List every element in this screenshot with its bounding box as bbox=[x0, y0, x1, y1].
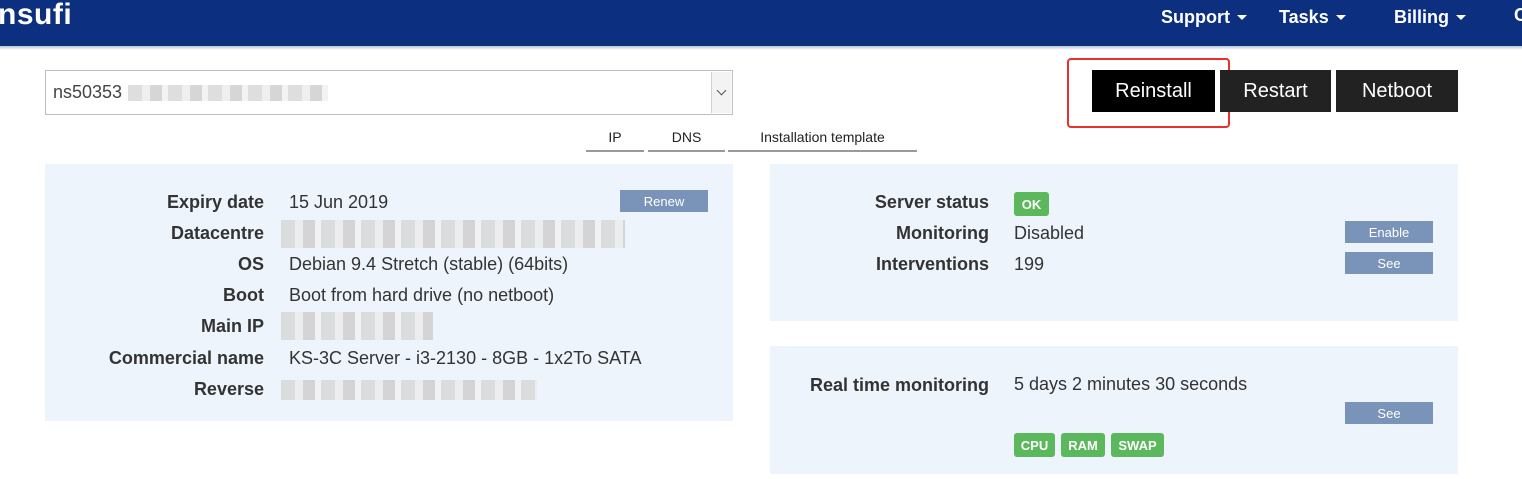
nav-billing[interactable]: Billing bbox=[1394, 5, 1466, 29]
tab-dns[interactable]: DNS bbox=[648, 124, 725, 152]
reinstall-button[interactable]: Reinstall bbox=[1092, 70, 1215, 112]
swap-badge[interactable]: SWAP bbox=[1111, 433, 1164, 457]
select-dropdown-button[interactable] bbox=[711, 72, 731, 113]
caret-down-icon bbox=[1237, 14, 1247, 20]
os-value: Debian 9.4 Stretch (stable) (64bits) bbox=[289, 254, 569, 274]
nav-tasks-label: Tasks bbox=[1279, 6, 1329, 27]
nav-item-truncated[interactable]: C bbox=[1514, 5, 1522, 25]
tab-ip[interactable]: IP bbox=[586, 124, 644, 152]
realtime-monitoring-value: 5 days 2 minutes 30 seconds bbox=[1014, 374, 1248, 394]
ram-badge[interactable]: RAM bbox=[1061, 433, 1105, 457]
restart-button[interactable]: Restart bbox=[1220, 70, 1331, 112]
status-badge-ok: OK bbox=[1014, 192, 1049, 216]
tab-installation-template[interactable]: Installation template bbox=[728, 124, 917, 152]
main-ip-label: Main IP bbox=[200, 316, 264, 336]
server-select[interactable]: ns50353 bbox=[45, 70, 733, 115]
nav-support-label: Support bbox=[1161, 6, 1230, 27]
caret-down-icon bbox=[1335, 14, 1346, 20]
datacentre-label: Datacentre bbox=[170, 223, 264, 243]
interventions-value: 199 bbox=[1014, 254, 1045, 274]
cpu-badge[interactable]: CPU bbox=[1014, 433, 1055, 457]
caret-down-icon bbox=[1456, 14, 1466, 20]
reverse-label: Reverse bbox=[193, 379, 264, 399]
nav-billing-label: Billing bbox=[1394, 6, 1449, 27]
top-navbar: nsufi Support Tasks Billing C bbox=[0, 0, 1522, 46]
monitoring-value: Disabled bbox=[1014, 223, 1085, 243]
navbar-shadow bbox=[0, 46, 1522, 50]
server-info-panel: Expiry date 15 Jun 2019 Renew Datacentre… bbox=[45, 164, 733, 421]
enable-monitoring-button[interactable]: Enable bbox=[1345, 221, 1433, 243]
chevron-down-icon bbox=[716, 85, 727, 96]
server-status-label: Server status bbox=[874, 192, 989, 212]
boot-value: Boot from hard drive (no netboot) bbox=[289, 285, 555, 305]
redacted-blur bbox=[281, 380, 537, 400]
renew-button[interactable]: Renew bbox=[620, 190, 708, 212]
netboot-button[interactable]: Netboot bbox=[1336, 70, 1458, 112]
expiry-date-value: 15 Jun 2019 bbox=[289, 192, 389, 212]
logo[interactable]: nsufi bbox=[0, 0, 73, 31]
realtime-monitoring-panel: Real time monitoring 5 days 2 minutes 30… bbox=[770, 346, 1458, 474]
redacted-blur bbox=[128, 84, 329, 101]
os-label: OS bbox=[237, 254, 264, 274]
redacted-blur bbox=[281, 312, 433, 340]
nav-tasks[interactable]: Tasks bbox=[1279, 5, 1346, 29]
realtime-monitoring-label: Real time monitoring bbox=[809, 375, 989, 395]
redacted-blur bbox=[281, 220, 625, 248]
server-status-panel: Server status OK Monitoring Disabled Ena… bbox=[770, 164, 1458, 321]
boot-label: Boot bbox=[223, 285, 264, 305]
see-realtime-button[interactable]: See bbox=[1345, 402, 1433, 424]
expiry-date-label: Expiry date bbox=[166, 192, 264, 212]
see-interventions-button[interactable]: See bbox=[1345, 252, 1433, 274]
server-select-value: ns50353 bbox=[53, 82, 123, 102]
nav-support[interactable]: Support bbox=[1161, 5, 1247, 29]
commercial-name-value: KS-3C Server - i3-2130 - 8GB - 1x2To SAT… bbox=[289, 348, 642, 368]
commercial-name-label: Commercial name bbox=[108, 348, 264, 368]
monitoring-label: Monitoring bbox=[896, 223, 989, 243]
interventions-label: Interventions bbox=[875, 254, 989, 274]
